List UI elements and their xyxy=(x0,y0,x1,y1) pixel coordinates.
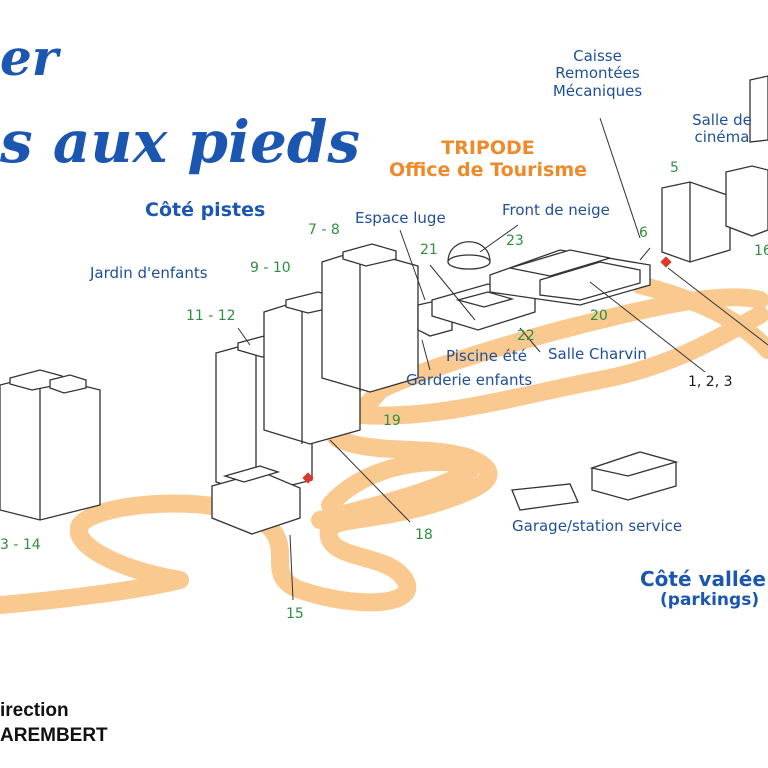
number-1-2-3: 1, 2, 3 xyxy=(688,374,733,390)
number-18: 18 xyxy=(415,527,433,543)
jardin-label: Jardin d'enfants xyxy=(90,264,208,282)
number-7-8: 7 - 8 xyxy=(308,222,340,238)
number-9-10: 9 - 10 xyxy=(250,260,291,276)
number-19: 19 xyxy=(383,413,401,429)
caisse-line-1: Caisse xyxy=(573,47,622,65)
number-22: 22 xyxy=(517,328,535,344)
caisse-line-3: Mécaniques xyxy=(552,81,643,100)
side-vallee-label: Côté vallée (parkings) xyxy=(640,568,766,611)
salle-charvin-label: Salle Charvin xyxy=(548,345,647,363)
buildings xyxy=(0,75,768,535)
number-6: 6 xyxy=(639,225,648,241)
side-vallee-line-2: (parkings) xyxy=(660,590,760,610)
espace-luge-label: Espace luge xyxy=(355,209,446,227)
title-line-1: er xyxy=(0,28,59,87)
number-20: 20 xyxy=(590,308,608,324)
building-13-14 xyxy=(0,369,101,521)
building-7-8 xyxy=(321,243,419,393)
number-15: 15 xyxy=(286,606,304,622)
cinema-line-2: cinéma xyxy=(694,128,750,147)
tripode-label: TRIPODE Office de Tourisme xyxy=(378,137,598,182)
building-5 xyxy=(661,181,731,263)
caisse-label: Caisse Remontées Mécaniques xyxy=(540,47,655,100)
cinema-label: Salle de cinéma xyxy=(682,111,762,147)
cinema-line-1: Salle de xyxy=(692,111,752,129)
leader-lines xyxy=(237,117,768,601)
location-marker xyxy=(660,256,672,268)
number-13-14: 3 - 14 xyxy=(0,537,41,553)
title-line-2: s aux pieds xyxy=(0,108,361,176)
number-23: 23 xyxy=(506,233,524,249)
number-5: 5 xyxy=(670,160,679,176)
tripode-line-1: TRIPODE xyxy=(441,137,535,159)
footer-line-1: irection xyxy=(0,700,69,721)
caisse-line-2: Remontées xyxy=(555,64,640,83)
piscine-label: Piscine été xyxy=(446,347,527,365)
side-vallee-line-1: Côté vallée xyxy=(640,567,766,591)
side-pistes-label: Côté pistes xyxy=(145,199,266,221)
footer-line-2: AREMBERT xyxy=(0,725,108,746)
number-11-12: 11 - 12 xyxy=(186,308,236,324)
location-marker xyxy=(302,472,314,484)
number-21: 21 xyxy=(420,242,438,258)
number-16: 16 xyxy=(754,243,768,259)
garderie-label: Garderie enfants xyxy=(406,371,533,389)
tripode-line-2: Office de Tourisme xyxy=(388,158,588,181)
garage-label: Garage/station service xyxy=(512,517,683,535)
front-neige-label: Front de neige xyxy=(502,201,610,219)
